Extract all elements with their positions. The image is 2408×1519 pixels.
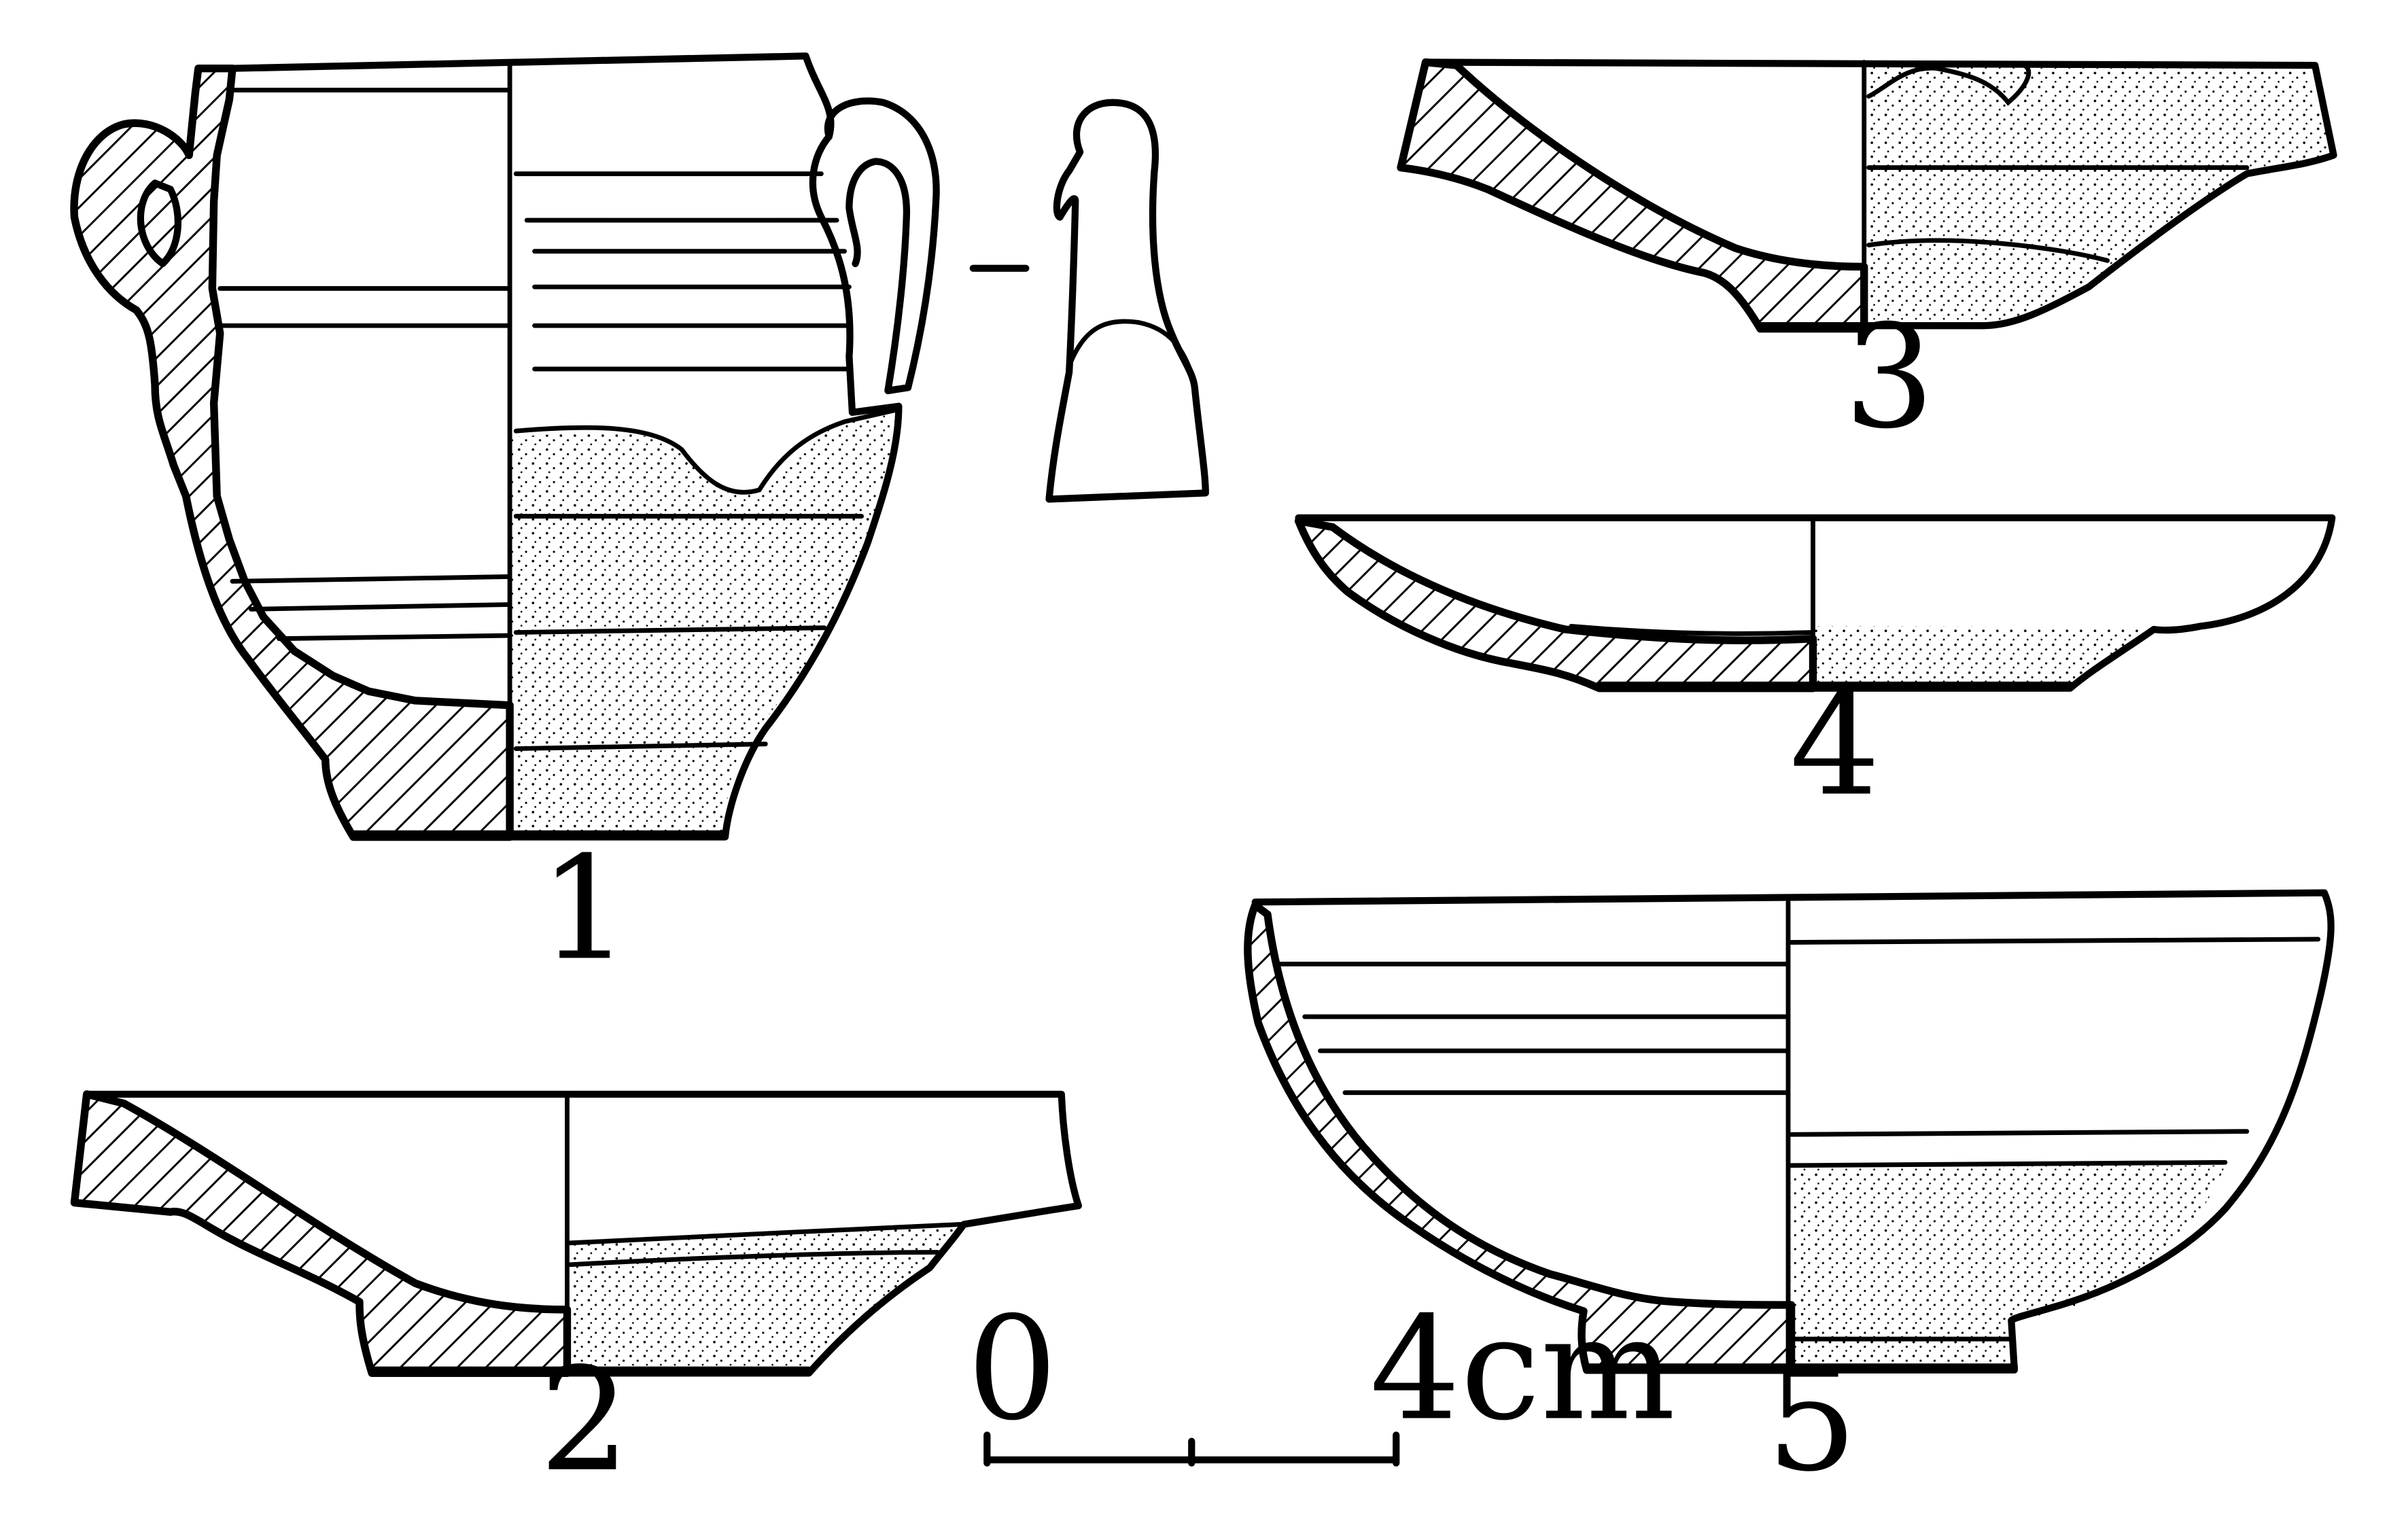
vessel-4-stipple [1813, 626, 2154, 688]
vessel-1-handle-profile [969, 99, 1209, 503]
vessel-1-right-handle [824, 97, 940, 395]
vessel-5-label: 5 [1766, 1338, 1857, 1503]
vessel-5-outline [1251, 889, 2335, 1374]
vessel-4-drawing [1294, 514, 2336, 693]
vessel-4-left-section [1294, 517, 1817, 693]
scale-bar: 0 4cm [967, 1286, 1675, 1467]
vessel-5-left-section [1244, 901, 1796, 1374]
vessel-1-handle-hole-left [137, 179, 182, 268]
vessel-1-right-outline [228, 52, 903, 841]
scale-start-label: 0 [967, 1286, 1058, 1452]
vessel-3-outline [1422, 58, 2337, 330]
scale-end-label: 4cm [1369, 1286, 1675, 1452]
vessel-2-outline [83, 1090, 1082, 1377]
vessel-3-left-section [1397, 58, 1868, 333]
vessel-1-drawing [70, 52, 940, 841]
vessel-3-drawing [1397, 58, 2337, 333]
vessel-5-stipple [1791, 1165, 2225, 1370]
vessel-2-label: 2 [539, 1338, 629, 1503]
vessel-2-left-section [70, 1090, 572, 1378]
vessel-2-drawing [70, 1090, 1082, 1378]
vessel-4-outline [1295, 514, 2336, 692]
vessel-4-label: 4 [1790, 662, 1880, 828]
vessel-1-left-section [70, 64, 514, 841]
vessel-3-label: 3 [1844, 294, 1934, 460]
vessel-1-label: 1 [539, 826, 629, 992]
vessel-5-drawing [1244, 889, 2335, 1374]
vessel-3-stipple [1866, 65, 2334, 326]
